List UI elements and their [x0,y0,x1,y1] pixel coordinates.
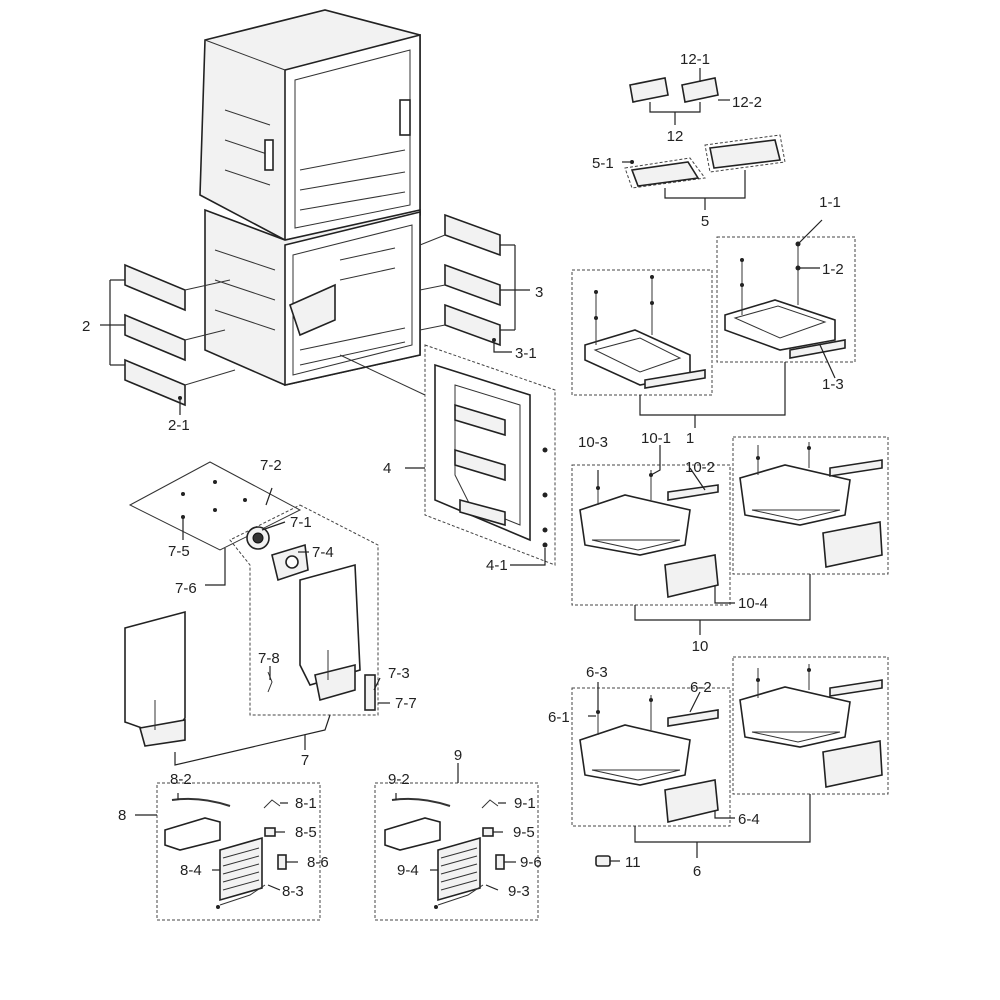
callout-label: 2-1 [168,417,190,434]
rear-panel [339,344,556,566]
callout-label: 9-3 [508,883,530,900]
callout-label: 7-8 [258,650,280,667]
callout-label: 9-4 [397,862,419,879]
top-cover-parts [629,68,730,125]
callout-label: 10-1 [641,430,671,447]
callout-label: 7-5 [168,543,190,560]
callout-label: 5 [701,213,709,230]
callout-label: 5-1 [592,155,614,172]
callout-label: 9 [454,747,462,764]
callout-label: 8-3 [282,883,304,900]
callout-label: 7-1 [290,514,312,531]
callout-label: 9-2 [388,771,410,788]
callout-label: 6-2 [690,679,712,696]
evaporator-assembly-left [135,782,321,921]
callout-label: 7 [301,752,309,769]
callout-label: 4 [383,460,391,477]
callout-label: 1-3 [822,376,844,393]
drawer-assembly-lower [571,656,889,858]
callout-label: 10-2 [685,459,715,476]
callout-label: 12-1 [680,51,710,68]
callout-label: 1-1 [819,194,841,211]
right-rail-set [419,213,530,353]
callout-label: 2 [82,318,90,335]
callout-label: 7-3 [388,665,410,682]
evaporator-assembly-right [374,763,539,921]
callout-label: 3 [535,284,543,301]
callout-label: 3-1 [515,345,537,362]
callout-label: 10-4 [738,595,768,612]
callout-label: 9-5 [513,824,535,841]
callout-label: 7-6 [175,580,197,597]
callout-label: 6-3 [586,664,608,681]
callout-label: 12 [667,128,684,145]
refrigerator-cabinet [199,9,421,386]
callout-label: 6-4 [738,811,760,828]
callout-label: 10-3 [578,434,608,451]
callout-label: 8-5 [295,824,317,841]
callout-label: 4-1 [486,557,508,574]
callout-label: 8-4 [180,862,202,879]
drawer-assembly-upper [571,436,889,635]
callout-label: 8-1 [295,795,317,812]
crisper-covers [622,134,786,210]
evaporator-cover-assembly [124,461,390,766]
small-fastener [595,855,620,867]
callout-label: 11 [625,854,641,871]
callout-label: 10 [692,638,709,655]
callout-label: 9-1 [514,795,536,812]
callout-label: 8-6 [307,854,329,871]
callout-label: 1-2 [822,261,844,278]
callout-label: 12-2 [732,94,762,111]
callout-label: 7-7 [395,695,417,712]
callout-label: 7-4 [312,544,334,561]
tray-assembly [571,219,856,428]
callout-label: 7-2 [260,457,282,474]
callout-label: 9-6 [520,854,542,871]
left-rail-set [100,263,236,415]
callout-label: 6-1 [548,709,570,726]
callout-label: 8 [118,807,126,824]
callout-label: 1 [686,430,694,447]
callout-labels: 1 1-1 1-2 1-3 2 2-1 3 3-1 4 4-1 5 5-1 6 … [82,51,844,900]
callout-label: 8-2 [170,771,192,788]
callout-label: 6 [693,863,701,880]
